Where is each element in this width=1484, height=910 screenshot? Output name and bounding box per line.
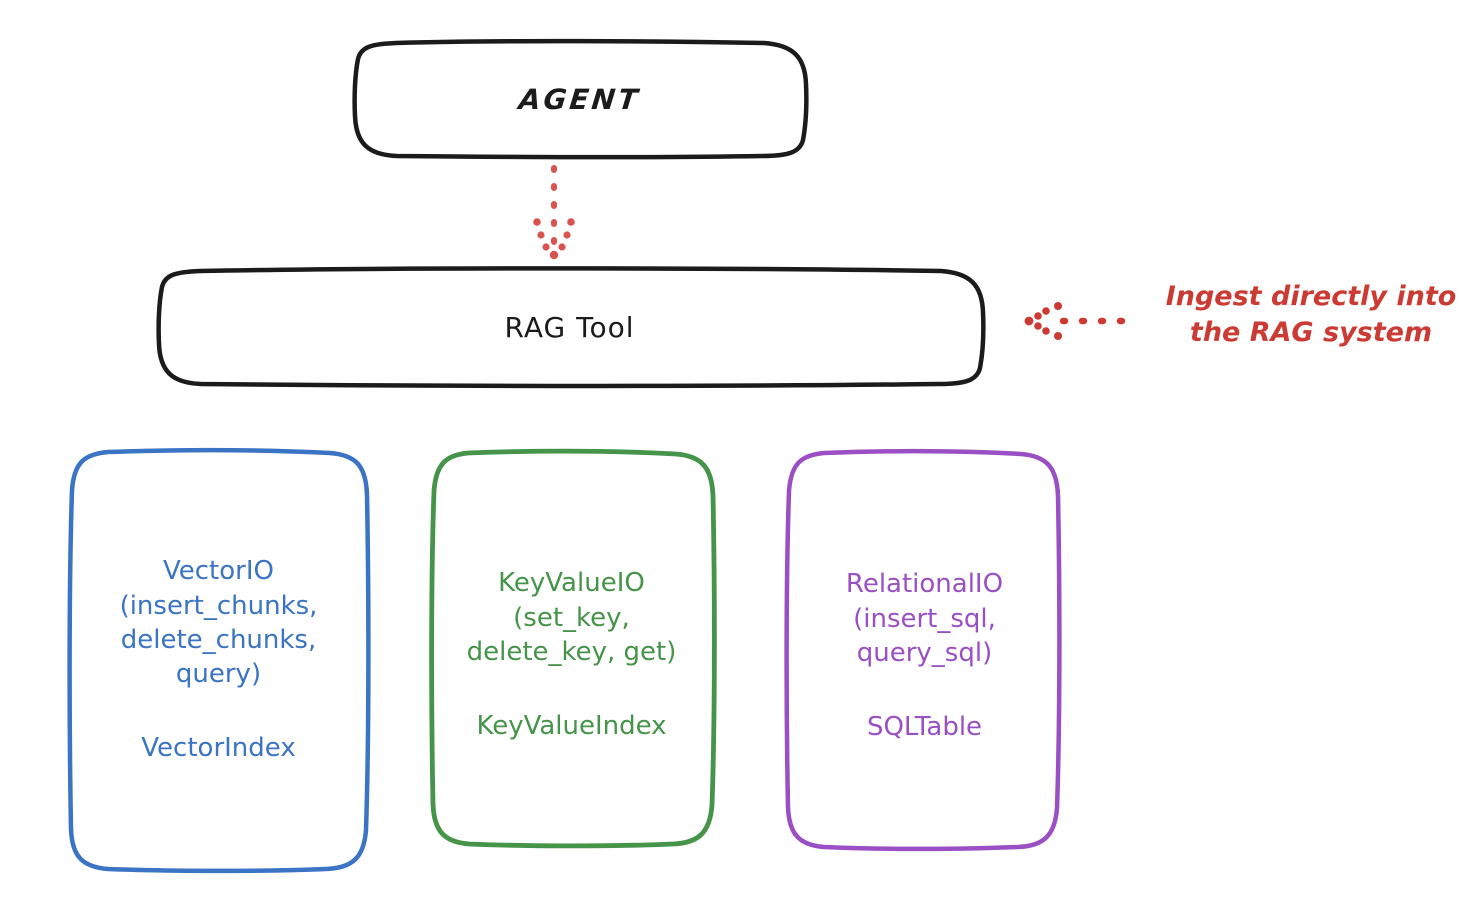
ingest-connector (1024, 302, 1137, 340)
vector-io-node[interactable]: VectorIO (insert_chunks, delete_chunks, … (70, 450, 367, 870)
rag-tool-node[interactable]: RAG Tool (157, 270, 982, 384)
relational-io-box[interactable] (784, 448, 1062, 852)
key-value-io-index: KeyValueIndex (476, 711, 667, 742)
rag-tool-box[interactable] (156, 266, 986, 389)
agent-label: AGENT (517, 82, 643, 116)
agent-to-rag-connector (533, 165, 575, 260)
relational-io-index: SQLTable (866, 712, 983, 743)
relational-io-signature: RelationalIO (insert_sql, query_sql) (845, 569, 1004, 668)
agent-box[interactable] (352, 38, 809, 160)
ingest-annotation-text: Ingest directly into the RAG system (1165, 281, 1457, 348)
vector-io-box[interactable] (67, 447, 371, 874)
rag-tool-label: RAG Tool (504, 310, 635, 344)
key-value-io-node[interactable]: KeyValueIO (set_key, delete_key, get) Ke… (430, 452, 713, 858)
vector-io-index: VectorIndex (141, 733, 296, 764)
key-value-io-signature: KeyValueIO (set_key, delete_key, get) (466, 568, 677, 667)
key-value-io-box[interactable] (429, 448, 717, 849)
agent-node[interactable]: AGENT (355, 42, 805, 156)
vector-io-signature: VectorIO (insert_chunks, delete_chunks, … (119, 556, 318, 690)
relational-io-node[interactable]: RelationalIO (insert_sql, query_sql) SQL… (789, 452, 1060, 860)
